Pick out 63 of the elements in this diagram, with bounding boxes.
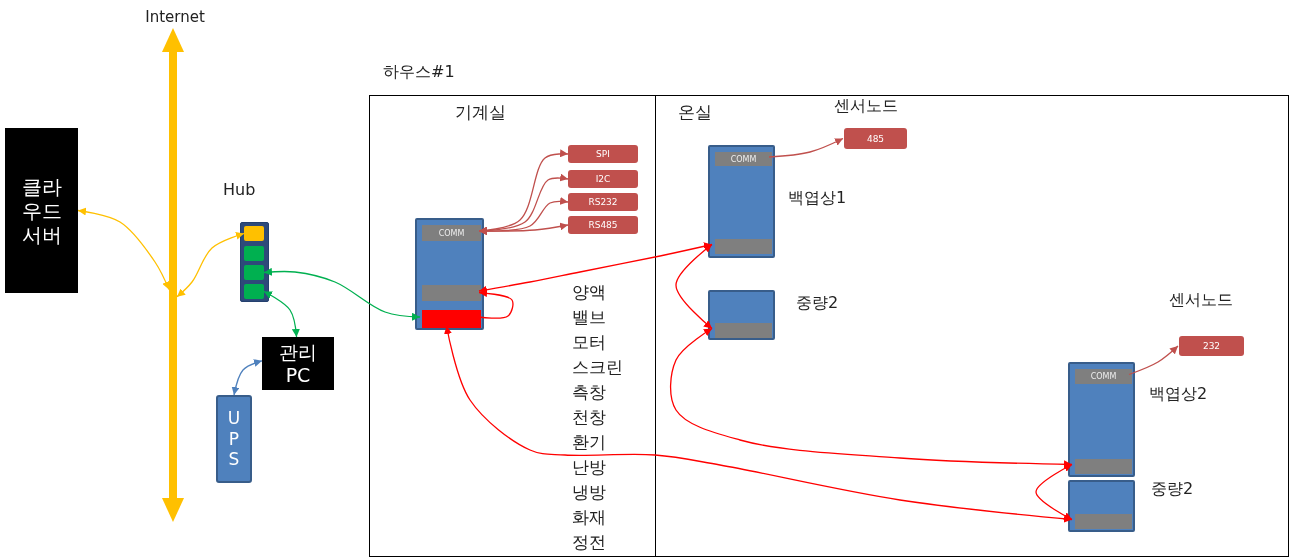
device-box	[415, 218, 484, 330]
connector-arrow	[1128, 345, 1179, 376]
control-item-label: 측창	[572, 381, 606, 404]
connector-arrow	[669, 327, 1073, 469]
device-label: 중량2	[796, 293, 839, 314]
slot-bar	[422, 285, 481, 301]
connector-arrow	[478, 222, 569, 236]
port-indicator	[244, 246, 264, 261]
interface-tag: SPI	[568, 145, 638, 163]
interface-tag: I2C	[568, 170, 638, 188]
interface-tag: 485	[844, 128, 907, 149]
control-item-label: 정전	[572, 531, 606, 554]
comm-slot: COMM	[422, 225, 481, 241]
bus-label: Internet	[144, 8, 206, 26]
device-label: 중량2	[1151, 479, 1194, 500]
connector-arrow	[675, 243, 713, 330]
room-label: 기계실	[455, 101, 506, 124]
connector-arrow	[478, 289, 514, 319]
device-box	[708, 290, 775, 340]
slot-bar	[715, 239, 772, 254]
interface-tag: 232	[1179, 336, 1244, 356]
port-indicator	[244, 284, 264, 299]
device-label: 백엽상1	[788, 188, 847, 209]
control-item-label: 난방	[572, 456, 606, 479]
comm-slot: COMM	[1075, 369, 1132, 384]
device-box	[1068, 480, 1135, 532]
control-item-label: 환기	[572, 431, 606, 454]
control-item-label: 밸브	[572, 306, 606, 329]
sensor-node-label: 센서노드	[834, 96, 898, 117]
pc-box: 관리 PC	[262, 337, 334, 390]
interface-tag: RS232	[568, 193, 638, 211]
connector-arrow	[444, 325, 1073, 523]
connector-arrow	[1035, 463, 1073, 521]
device-label: 백엽상2	[1149, 384, 1208, 405]
hub-title: Hub	[223, 180, 256, 199]
control-item-label: 냉방	[572, 481, 606, 504]
control-item-label: 양액	[572, 281, 606, 304]
connector-arrow	[176, 231, 245, 298]
control-item-label: 천창	[572, 406, 606, 429]
slot-bar	[422, 310, 481, 328]
control-item-label: 스크린	[572, 356, 623, 379]
connector-arrow	[263, 290, 300, 338]
connector-arrow	[263, 267, 421, 321]
control-item-label: 모터	[572, 331, 606, 354]
control-item-label: 화재	[572, 506, 606, 529]
device-box	[1068, 362, 1135, 477]
slot-bar	[1075, 514, 1132, 529]
server-box: 클라 우드 서버	[5, 128, 78, 293]
room-label: 온실	[678, 101, 712, 124]
port-indicator	[244, 226, 264, 241]
comm-slot: COMM	[715, 152, 772, 166]
slot-bar	[715, 323, 772, 338]
interface-tag: RS485	[568, 216, 638, 234]
ups-box: U P S	[216, 395, 252, 483]
port-indicator	[244, 265, 264, 280]
connector-arrow	[231, 359, 263, 396]
slot-bar	[1075, 459, 1132, 474]
sensor-node-label: 센서노드	[1169, 290, 1233, 311]
house-title: 하우스#1	[383, 62, 455, 83]
connector-arrow	[768, 137, 844, 158]
connector-arrow	[478, 242, 713, 294]
device-box	[708, 145, 775, 258]
connector-arrow	[77, 207, 170, 291]
